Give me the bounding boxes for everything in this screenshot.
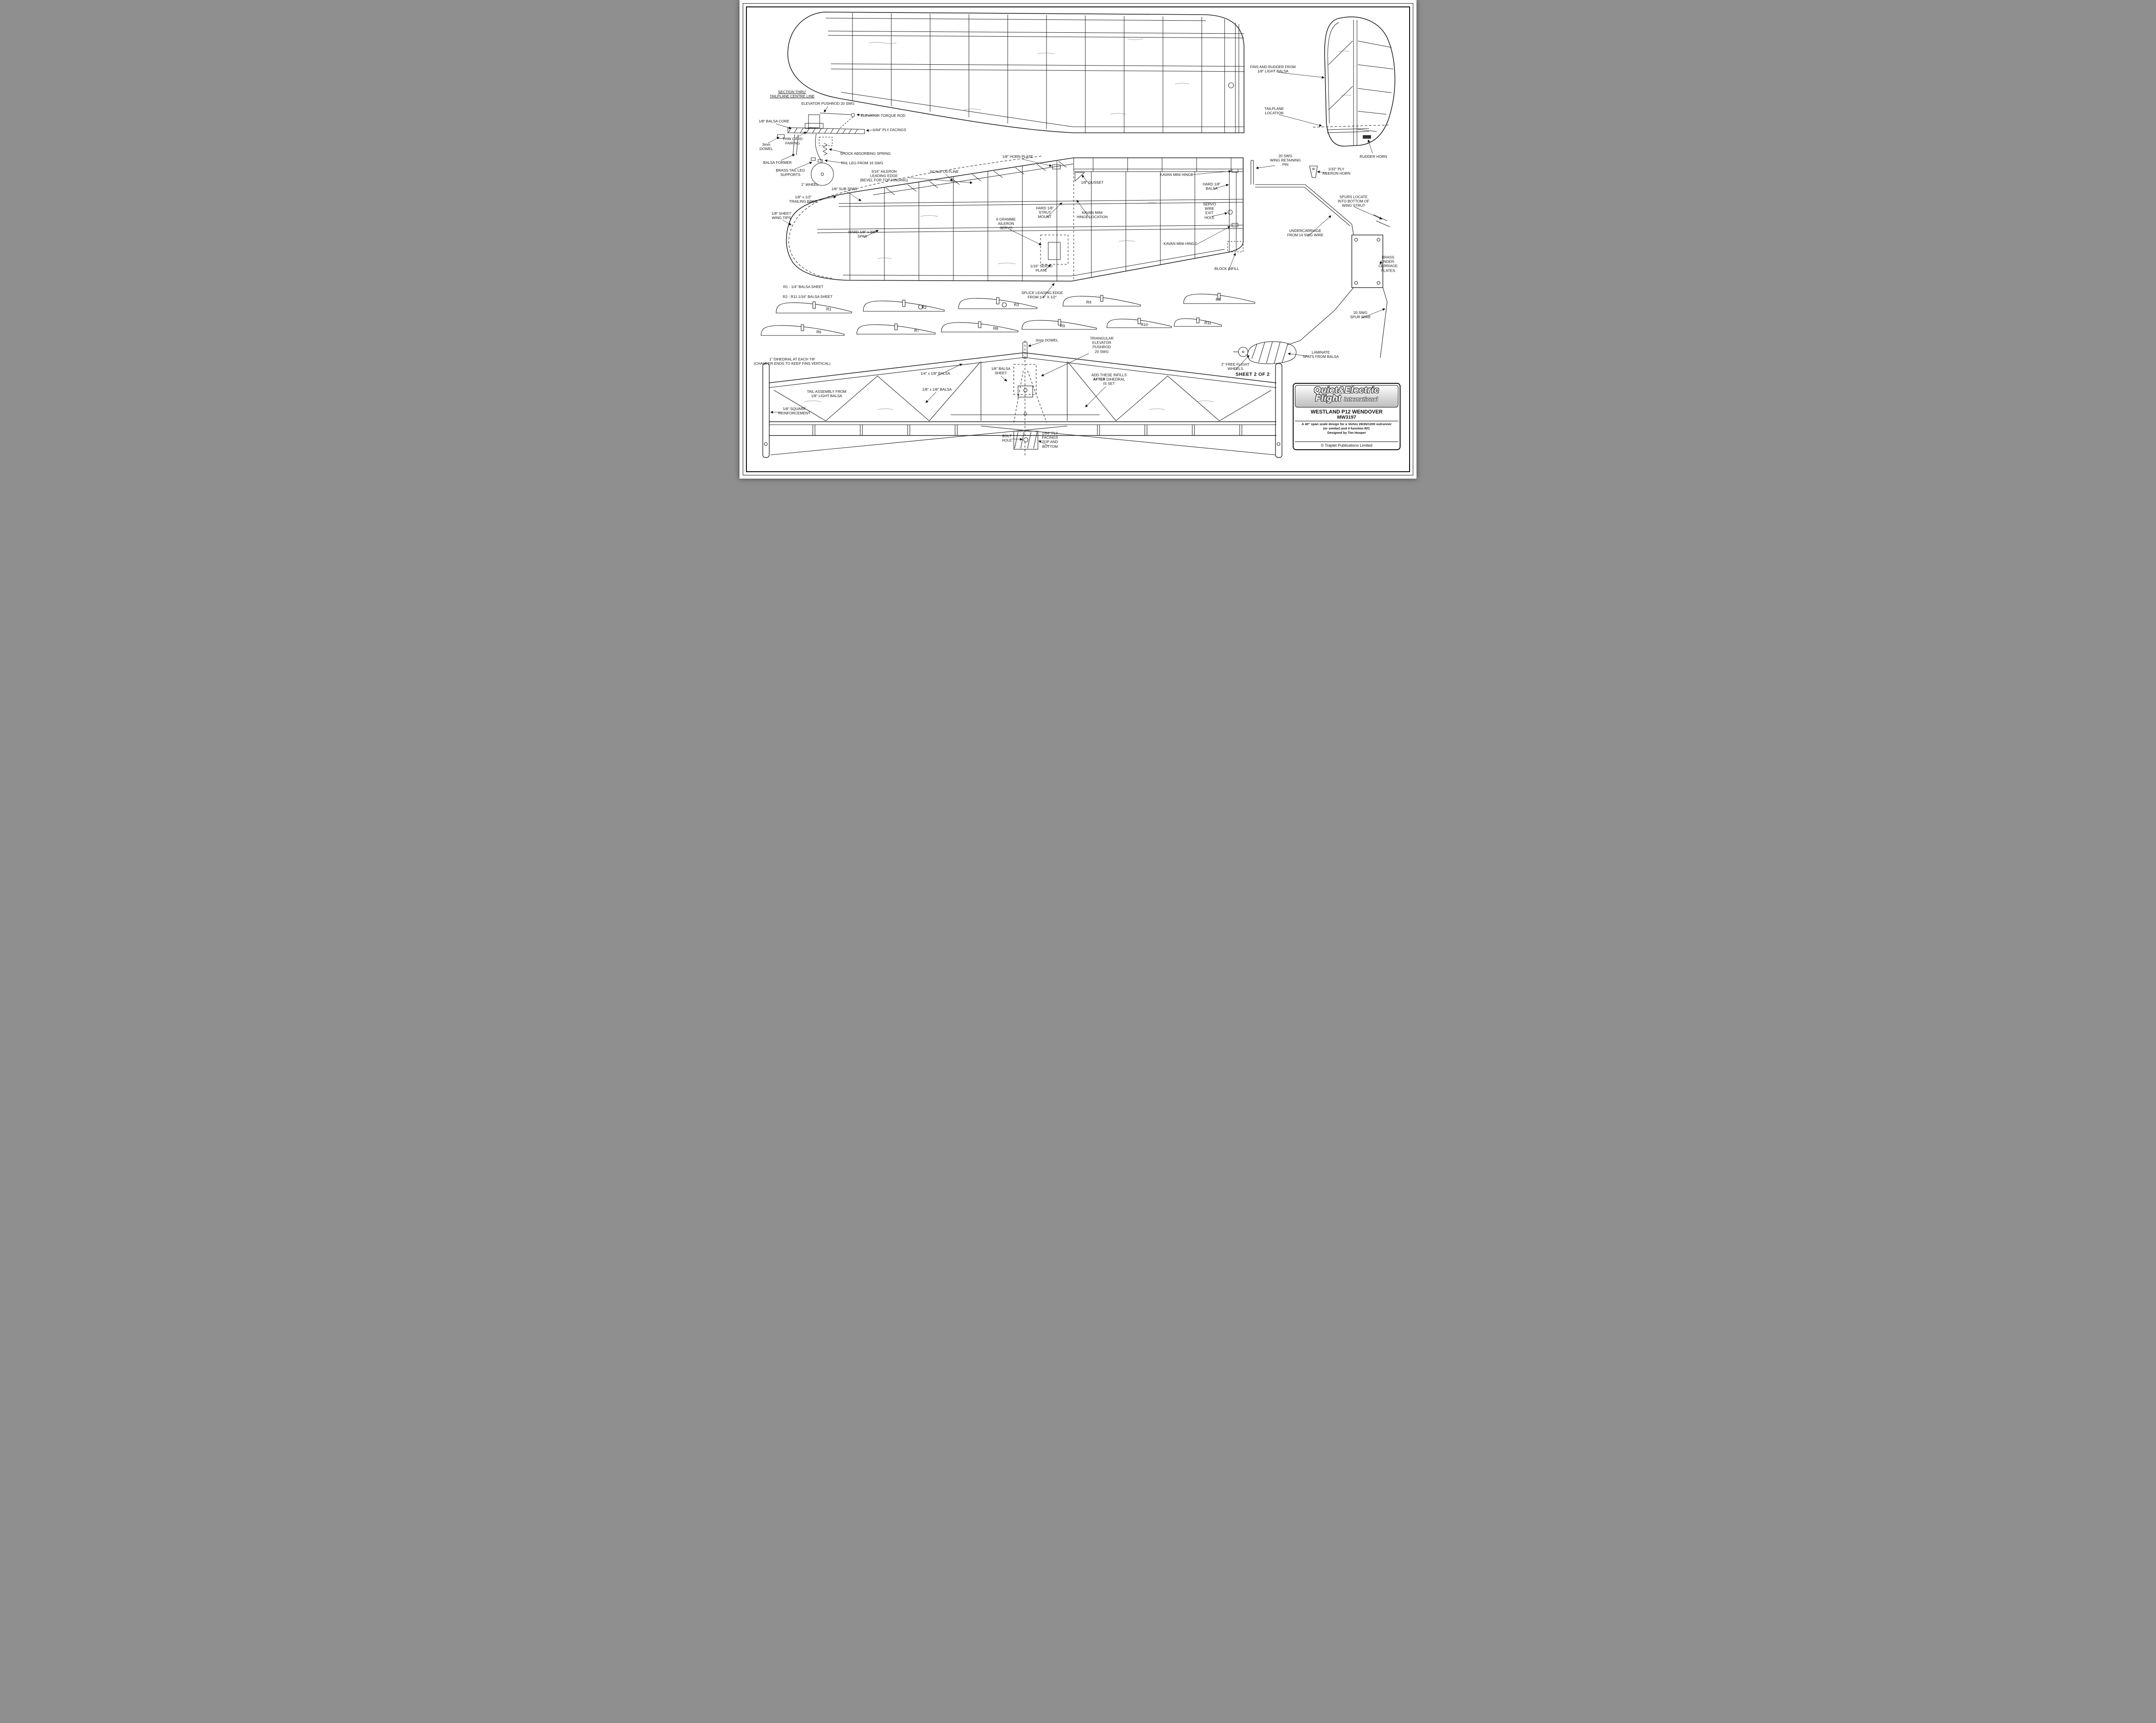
- callout-dowel-3mm-b: 3mm DOWEL: [1035, 338, 1059, 342]
- callout-gusset: 1/8" GUSSET: [1081, 180, 1104, 185]
- rib-note-1: R1 - 1/4" BALSA SHEET: [783, 284, 824, 289]
- rib-label-r10: R10: [1141, 323, 1148, 327]
- callout-tri-pushrod: TRIANGULAR ELEVATOR PUSHROD 20 SWG: [1090, 336, 1114, 354]
- rib-label-r7: R7: [914, 329, 919, 333]
- rib-label-r9: R9: [1060, 324, 1065, 328]
- plan-drawing: [743, 3, 1413, 476]
- sheet-label: SHEET 2 OF 2: [1235, 372, 1270, 377]
- callout-dihedral-note: 1" DIHEDRAL AT EACH TIP (CHAMFER ENDS TO…: [754, 357, 830, 366]
- rib-label-r8: R8: [993, 326, 998, 331]
- callout-square-reinforcement: 1/8" SQUARE REINFORCEMENT: [778, 406, 811, 415]
- callout-ply-facings-b: 1/64" PLY FACINGS TOP AND BOTTOM: [1042, 431, 1058, 449]
- logo-line-1: Quiet&Electric: [1314, 385, 1379, 395]
- callout-balsa-sheet: 1/8" BALSA SHEET: [991, 366, 1011, 375]
- callout-tail-assembly: TAIL ASSEMBLY FROM 1/8" LIGHT BALSA: [807, 389, 846, 398]
- model-name: WESTLAND P12 WENDOVER: [1310, 409, 1383, 415]
- callout-kavan-hinge-bottom: KAVAN MINI HINGE: [1163, 241, 1197, 246]
- copyright-notice: © Traplet Publications Limited: [1295, 442, 1398, 448]
- callout-aileron-horn: 1/32" PLY AILERON HORN: [1322, 166, 1351, 175]
- callout-tail-leg: TAIL LEG FROM 16 SWG: [840, 160, 884, 165]
- callout-rudder-horn: RUDDER HORN: [1360, 154, 1387, 159]
- lower-wing-drawing: [786, 156, 1244, 282]
- callout-elevator-torque-rod: ELEVATOR TORQUE ROD: [861, 113, 906, 118]
- callout-wheel-1in: 1" WHEEL: [801, 182, 819, 187]
- callout-infill-note: ADD THESE INFILLS AFTER DIHEDRAL IS SET: [1091, 373, 1127, 386]
- border-frame: [743, 3, 1413, 476]
- callout-balsa-former: BALSA FORMER: [763, 160, 792, 165]
- callout-retaining-pin: 20 SWG WING RETAINING PIN: [1270, 154, 1301, 167]
- publisher-logo: Quiet&Electric Flight International: [1295, 385, 1398, 407]
- callout-horn-plate: 1/8" HORN PLATE: [1002, 154, 1033, 159]
- callout-balsa-core: 1/8" BALSA CORE: [758, 119, 790, 123]
- fin-rudder-drawing: [1313, 16, 1395, 147]
- callout-ff-wheels: 2" FREE FLIGHT WHEELS: [1221, 362, 1250, 371]
- section-heading: SECTION THRU' TAILPLANE CENTRE LINE: [770, 89, 815, 98]
- callout-undercarriage: UNDERCARRIAGE FROM 14 SWG WIRE: [1287, 228, 1324, 237]
- rib-templates-drawing: [761, 293, 1255, 336]
- callout-strut-mount: HARD 1/8" STRUT MOUNT: [1036, 206, 1054, 219]
- callout-aileron-servo: 6 GRAMME AILERON SERVO: [996, 217, 1016, 231]
- logo-line-2: Flight International: [1315, 394, 1378, 403]
- plan-description: A 40" span scale design for a Vortex 28/…: [1301, 422, 1392, 430]
- callout-bolt-hole: BOLT HOLE: [1002, 433, 1012, 442]
- rib-label-r1: R1: [826, 307, 831, 311]
- callout-aileron-le: 3/16" AILERON LEADING EDGE (BEVEL FOR TO…: [860, 169, 908, 183]
- callout-balsa-eighth: 1/8" x 1/8" BALSA: [922, 387, 952, 392]
- callout-hinge-location: KAVAN MINI HINGE LOCATION: [1076, 210, 1108, 219]
- top-wing-drawing: [787, 12, 1244, 133]
- callout-kavan-hinge-top: KAVAN MINI HINGE: [1160, 172, 1194, 177]
- callout-elevator-pushrod: ELEVATOR PUSHROD 20 SWG: [801, 101, 855, 106]
- callout-ply-facings: 1/64" PLY FACINGS: [873, 127, 906, 132]
- callout-splice-le: SPLICE LEADING EDGE FROM 1/4" X 1/2": [1021, 290, 1063, 299]
- callout-trailing-edge: 1/8" x 1/2" TRAILING EDGE: [789, 194, 818, 204]
- title-block: Quiet&Electric Flight International WEST…: [1293, 383, 1401, 450]
- rib-label-r2: R2: [921, 305, 927, 310]
- callout-sub-spar: 1/8" SUB SPAR: [831, 186, 857, 191]
- callout-spurs-locate: SPURS LOCATE INTO BOTTOM OF WING STRUT: [1338, 194, 1369, 208]
- callout-brass-supports: BRASS TAIL LEG SUPPORTS: [776, 168, 805, 177]
- undercarriage-drawing: [1233, 160, 1390, 364]
- leader-lines: [768, 72, 1385, 446]
- callout-block-infill: BLOCK INFILL: [1214, 266, 1239, 271]
- plan-number: MW3197: [1295, 415, 1398, 422]
- callout-balsa-quarter: 1/4" x 1/8" BALSA: [920, 371, 950, 376]
- callout-dowel-3mm: 3mm DOWEL: [759, 142, 773, 151]
- callout-spur-wire: 20 SWG SPUR WIRE: [1350, 310, 1371, 319]
- callout-fins-rudder: FINS AND RUDDER FROM 1/8" LIGHT BALSA: [1250, 64, 1296, 73]
- rib-label-r5: R5: [1216, 298, 1221, 302]
- rib-label-r4: R4: [1086, 300, 1091, 304]
- callout-servo-plate: 1/16" SERVO PLATE: [1030, 263, 1053, 273]
- rib-label-r11: R11: [1204, 321, 1211, 325]
- callout-main-spar: HARD 1/8" x 3/8" SPAR: [848, 229, 877, 238]
- callout-hard-balsa: HARD 1/8" BALSA: [1203, 182, 1221, 191]
- rib-note-2: R2 - R11 1/16" BALSA SHEET: [783, 294, 833, 299]
- callout-wing-tips: 1/8" SHEET WING TIPS: [771, 211, 791, 220]
- tail-assembly-drawing: [762, 341, 1282, 458]
- callout-brass-plates: BRASS UNDER- CARRIAGE PLATES: [1378, 255, 1398, 273]
- plan-sheet: SECTION THRU' TAILPLANE CENTRE LINE ELEV…: [740, 0, 1416, 479]
- callout-card-fairing: THIN CARD FAIRING: [782, 136, 803, 145]
- designer-credit: Designed by Tim Hooper: [1327, 431, 1366, 435]
- callout-servo-wire-exit: SERVO WIRE EXIT HOLE: [1203, 202, 1216, 220]
- tailplane-section-detail: [777, 113, 865, 186]
- rib-label-r6: R6: [816, 330, 821, 334]
- rib-label-r3: R3: [1014, 303, 1019, 307]
- callout-tailplane-location: TAILPLANE LOCATION: [1264, 106, 1284, 115]
- callout-laminate-spats: LAMINATE SPATS FROM BALSA: [1303, 350, 1339, 359]
- callout-shock-spring: SHOCK ABSORBING SPRING: [840, 151, 891, 156]
- callout-scale-outline: SCALE OUTLINE: [930, 169, 959, 174]
